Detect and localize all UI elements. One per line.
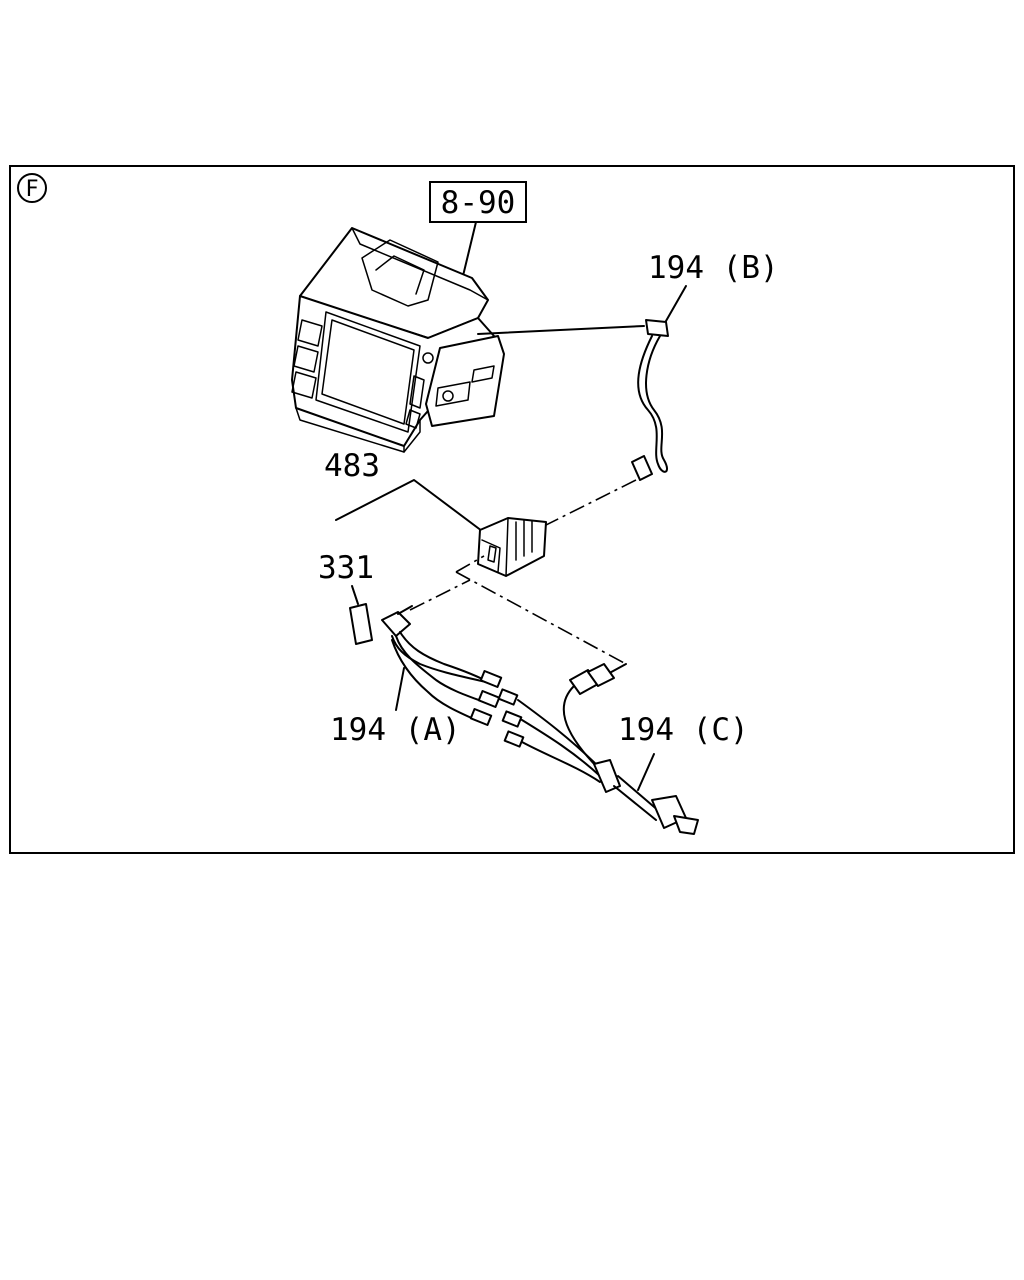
cover-part-icon bbox=[349, 603, 373, 645]
ref-box-callout[interactable]: 8-90 bbox=[429, 181, 527, 281]
usb-lead-b-label: 194 (B) bbox=[648, 250, 779, 286]
section-marker-letter: F bbox=[25, 177, 38, 202]
connector-icon bbox=[477, 517, 547, 577]
ref-box-label: 8-90 bbox=[441, 185, 516, 221]
harness-a-icon: 194 (A) bbox=[330, 605, 503, 748]
port-assembly-label: 483 bbox=[324, 448, 380, 484]
port-assembly-callout[interactable]: 483 bbox=[324, 448, 487, 535]
cover-callout[interactable]: 331 bbox=[318, 550, 374, 605]
cover-label: 331 bbox=[318, 550, 374, 586]
console-unit-icon bbox=[291, 227, 505, 453]
diagram-frame bbox=[9, 165, 1015, 854]
usb-lead-b-callout[interactable]: 194 (B) bbox=[648, 250, 779, 329]
harness-c-label: 194 (C) bbox=[618, 712, 749, 748]
harness-a-label: 194 (A) bbox=[330, 712, 461, 748]
cable-icon bbox=[631, 319, 669, 481]
section-marker: F bbox=[17, 173, 47, 203]
harness-c-icon: 194 (C) bbox=[497, 663, 749, 835]
